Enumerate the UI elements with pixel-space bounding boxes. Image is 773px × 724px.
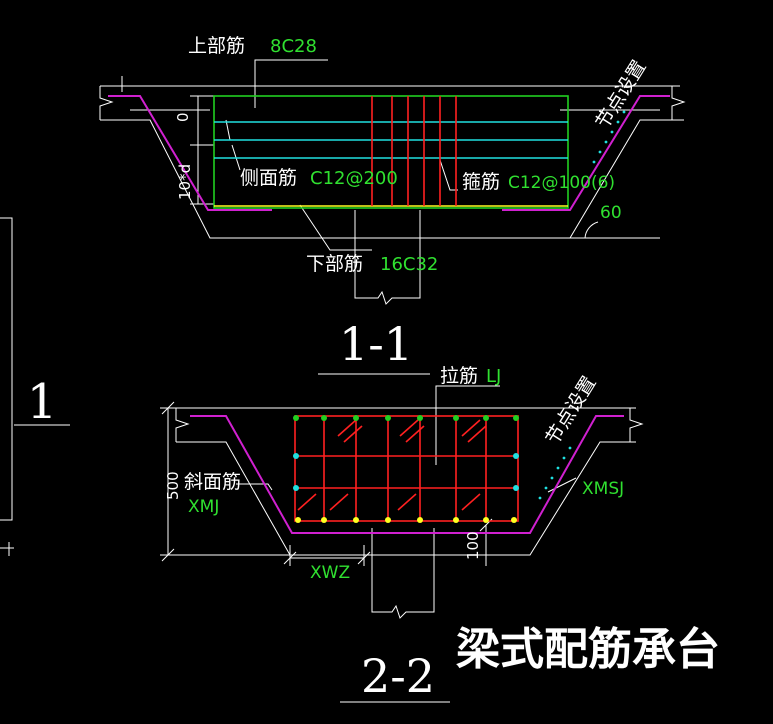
main-title: 梁式配筋承台 [456,624,720,675]
section-11-rebars [213,95,569,209]
section-11-title: 1-1 [339,317,413,371]
slope-side-value: XMSJ [582,479,624,499]
stirrup-label: 箍筋 [462,171,500,193]
section-11-node-dots [592,110,626,164]
angle-label: 60 [600,203,622,223]
section-22-rebar-dots [293,415,519,523]
section-22-node-label: 节点设置 [542,373,601,449]
left-section-title: 1 [27,374,58,430]
stirrup-value: C12@100(6) [508,173,615,193]
dim-500: 500 [164,471,182,500]
dim-zero: 0 [174,112,192,122]
dim-10d: 10*d [176,164,194,200]
slope-bar-value: XMJ [188,497,219,517]
side-bar-value: C12@200 [310,168,398,189]
bottom-bar-value: 16C32 [380,254,438,275]
top-bar-label: 上部筋 [188,35,245,57]
slope-bar-label: 斜面筋 [184,471,241,493]
side-bar-label: 侧面筋 [240,167,297,189]
bottom-bar-label: 下部筋 [306,253,363,275]
dim-100: 100 [464,531,482,560]
section-11-node-label: 节点设置 [592,57,651,133]
section-11-stirrups [371,96,457,206]
left-section-mark [0,217,70,556]
section-22-outline [160,385,644,619]
tie-value: LJ [486,366,501,387]
top-bar-value: 8C28 [270,36,317,57]
section-22-slope-bars [190,415,624,534]
section-22-title: 2-2 [361,649,435,703]
section-11-slope-bars [108,95,670,211]
section-22-rebar-grid [294,415,519,522]
bottom-width-value: XWZ [310,563,350,583]
tie-label: 拉筋 [440,365,478,387]
section-22-node-dots [538,446,572,500]
